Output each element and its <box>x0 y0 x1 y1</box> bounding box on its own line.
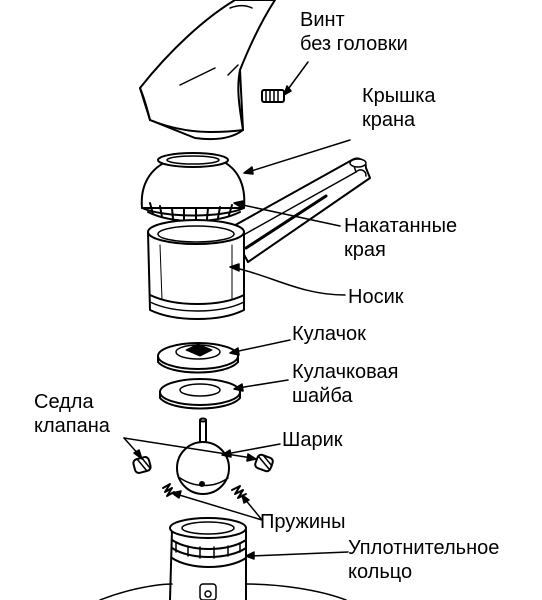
label-o-ring-line-2: кольцо <box>348 561 413 583</box>
label-knurled-edges: Накатанные края <box>344 214 457 262</box>
spring-right <box>231 485 247 499</box>
handle-lever <box>139 0 276 140</box>
label-o-ring: Уплотнительное кольцо <box>348 536 499 584</box>
label-ball-line-1: Шарик <box>282 429 343 451</box>
cam-washer <box>159 378 241 410</box>
label-cam-washer: Кулачковая шайба <box>292 360 398 408</box>
spout-arm <box>229 157 371 263</box>
label-o-ring-line-1: Уплотнительное <box>348 537 500 559</box>
label-springs-line-1: Пружины <box>260 511 346 533</box>
set-screw <box>261 89 285 103</box>
label-cam-line-1: Кулачок <box>292 323 366 345</box>
spout-body <box>147 219 245 320</box>
label-set-screw-line-2: без головки <box>300 33 408 55</box>
label-valve-seats-line-1: Седла <box>34 391 94 413</box>
label-cam: Кулачок <box>292 322 366 346</box>
label-cam-washer-line-2: шайба <box>292 385 353 407</box>
label-valve-seats: Седла клапана <box>34 390 110 438</box>
valve-seat-right <box>254 453 274 473</box>
valve-body <box>99 517 347 600</box>
leader-lines <box>123 61 351 560</box>
label-knurled-edges-line-1: Накатанные <box>344 215 458 237</box>
label-knurled-edges-line-2: края <box>344 239 386 261</box>
label-spout-line-1: Носик <box>348 286 404 308</box>
label-spout: Носик <box>348 285 404 309</box>
cam <box>157 342 239 374</box>
label-springs: Пружины <box>260 510 345 534</box>
spring-left <box>162 483 175 497</box>
faucet-cap <box>140 152 246 222</box>
label-ball: Шарик <box>282 428 343 452</box>
label-set-screw-line-1: Винт <box>300 9 345 31</box>
ball <box>176 417 230 495</box>
label-cam-washer-line-1: Кулачковая <box>292 361 399 383</box>
label-cap: Крышка крана <box>362 84 436 132</box>
label-cap-line-1: Крышка <box>362 85 436 107</box>
label-set-screw: Винт без головки <box>300 8 408 56</box>
label-cap-line-2: крана <box>362 109 416 131</box>
label-valve-seats-line-2: клапана <box>34 415 110 437</box>
